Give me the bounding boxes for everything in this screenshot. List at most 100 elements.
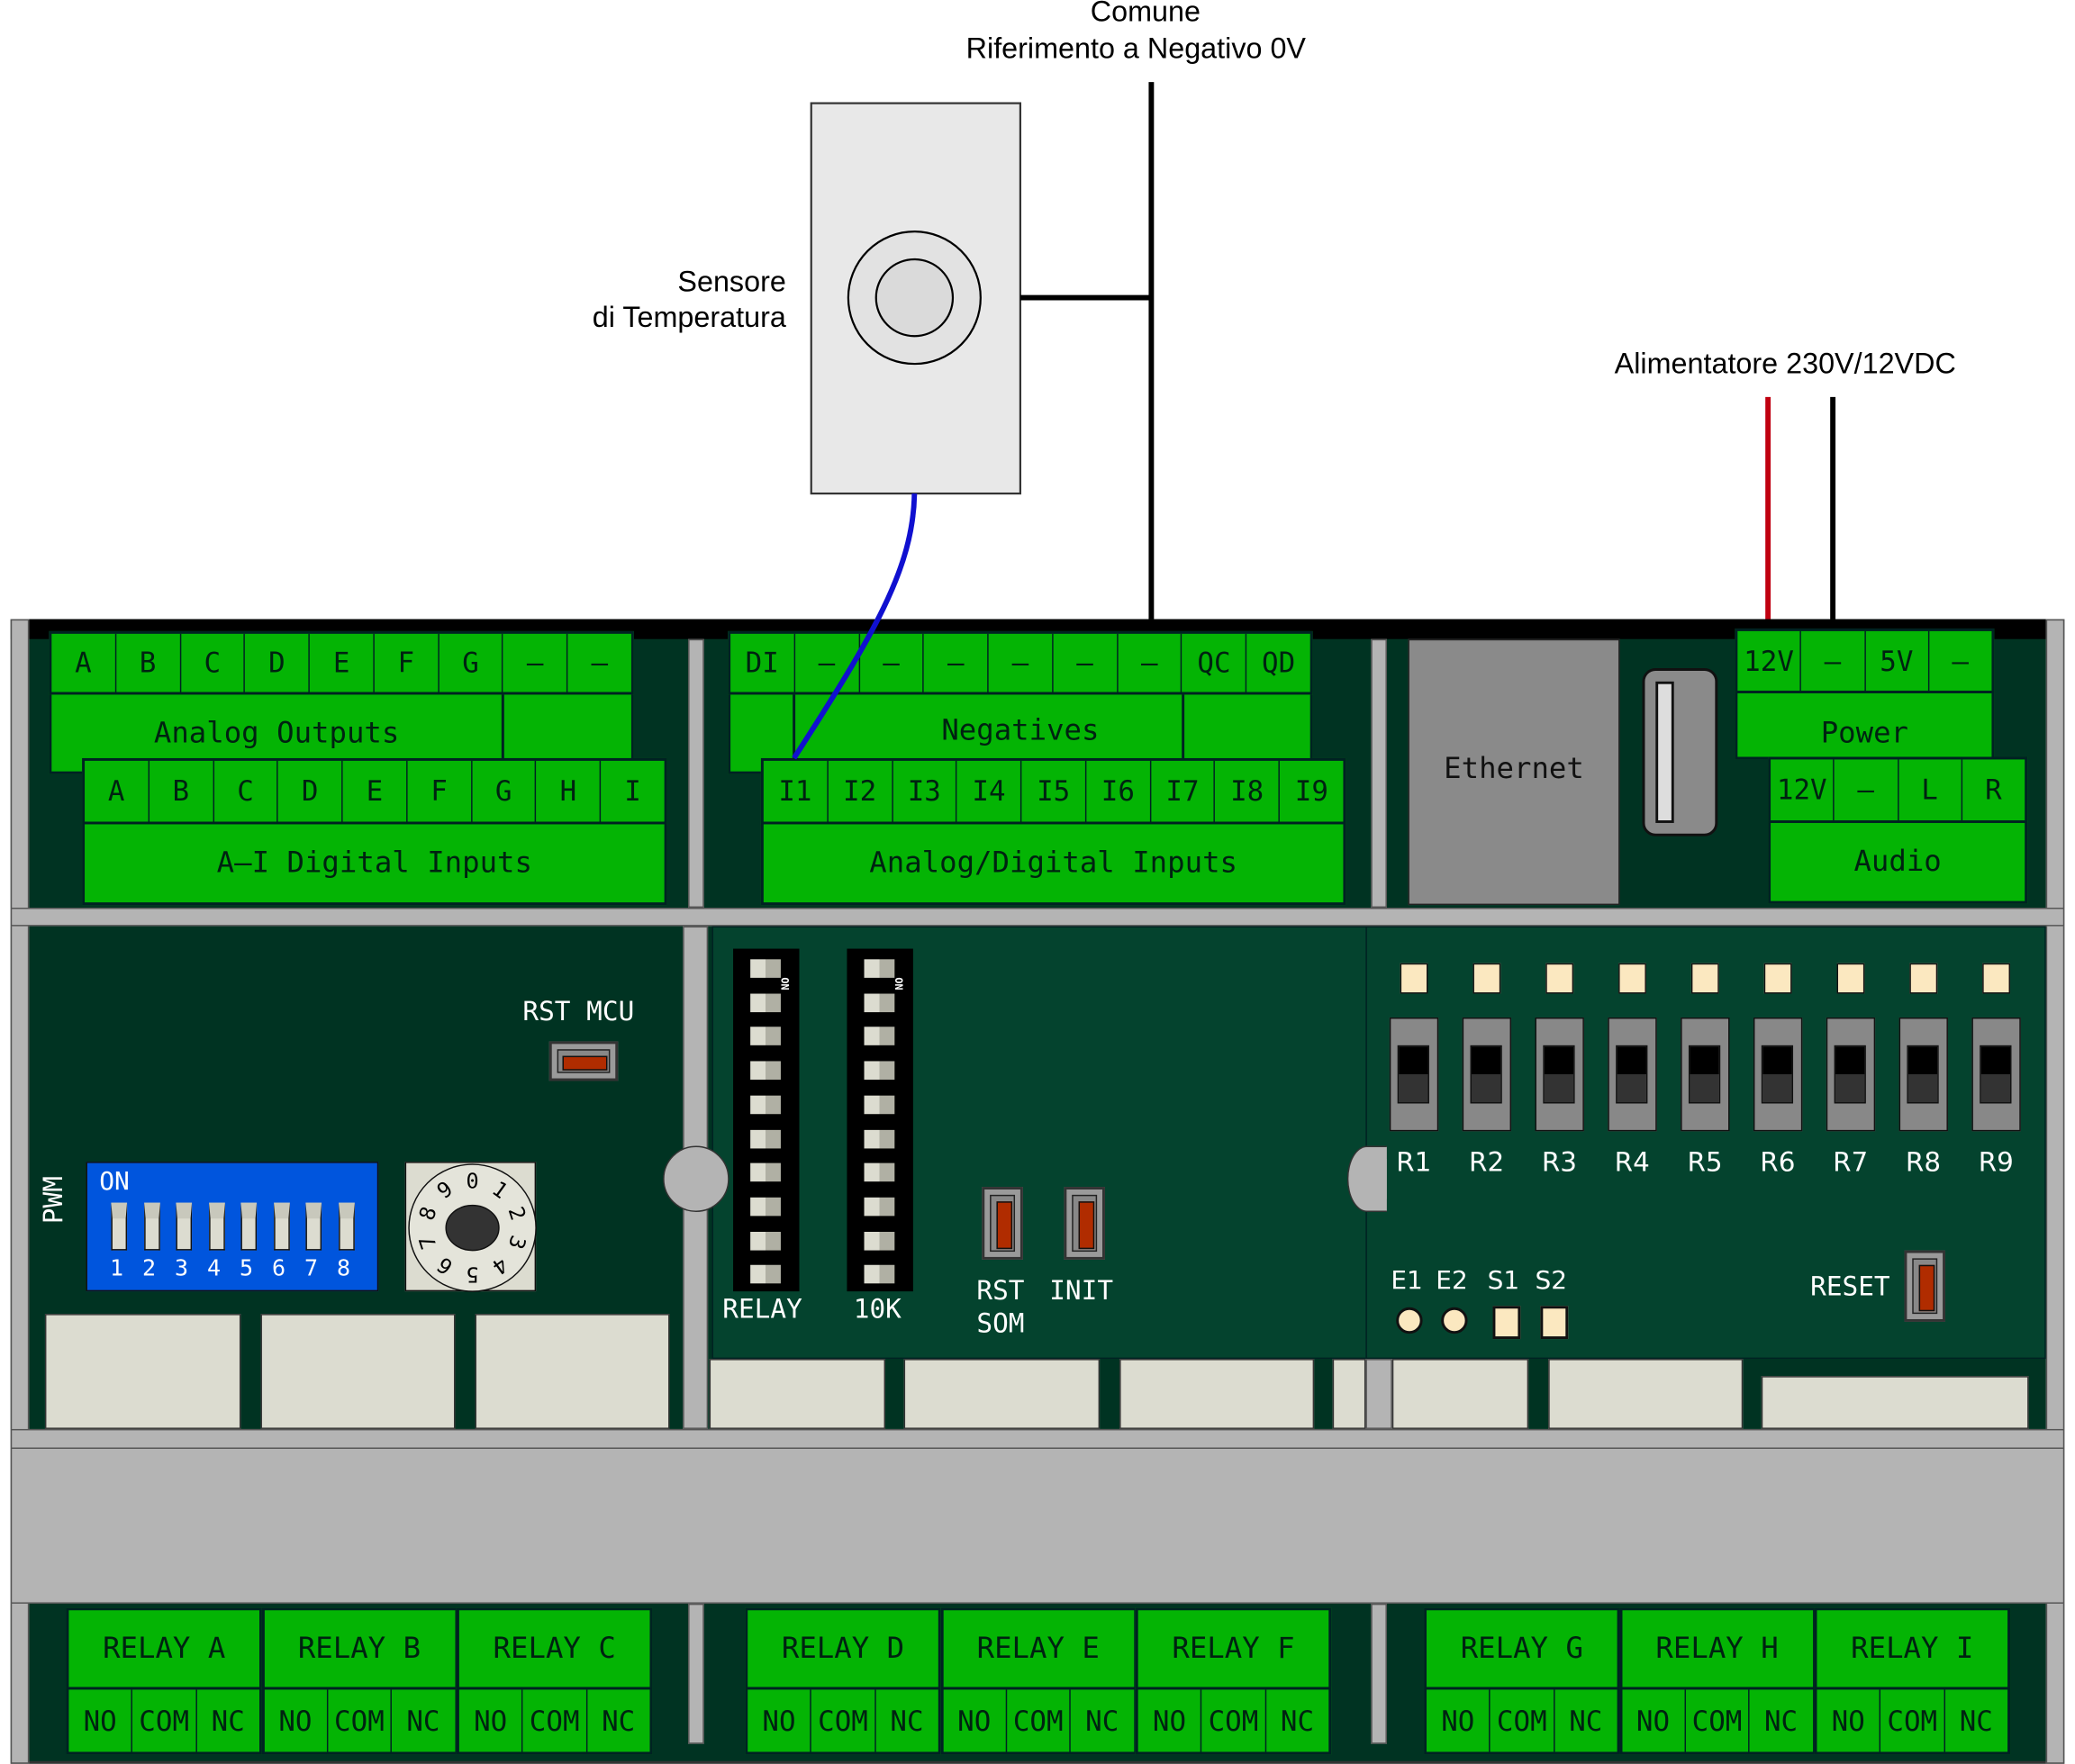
pwm-switch-toggle[interactable] [338,1202,355,1251]
dip-toggle[interactable] [864,959,895,978]
pwm-switch-toggle[interactable] [176,1202,193,1251]
terminal-pin[interactable]: G [472,760,537,822]
relay-contact-pin[interactable]: NC [1569,1705,1603,1737]
terminal-pin[interactable]: E [343,760,408,822]
init-button[interactable] [1064,1187,1105,1260]
rst-som-button[interactable] [982,1187,1023,1260]
dip-toggle[interactable] [750,1095,781,1114]
relay-override-switch[interactable] [1535,1017,1584,1132]
terminal-pin[interactable]: F [375,633,439,692]
dip-toggle[interactable] [750,1265,781,1284]
dip-toggle[interactable] [750,1061,781,1081]
relay-contact-pin[interactable]: NC [602,1705,636,1737]
dip-toggle[interactable] [864,993,895,1012]
relay-contact-pin[interactable]: NC [406,1705,440,1737]
relay-override-switch[interactable] [1681,1017,1730,1132]
pwm-switch-toggle[interactable] [273,1202,290,1251]
terminal-pin[interactable]: – [924,633,989,692]
dip-toggle[interactable] [864,1027,895,1046]
dip-toggle[interactable] [750,1231,781,1250]
relay-contact-pin[interactable]: COM [1007,1689,1071,1752]
terminal-pin[interactable]: – [591,647,609,679]
terminal-pin[interactable]: QC [1182,633,1247,692]
relay-contact-pin[interactable]: NO [1817,1689,1881,1752]
dip-toggle[interactable] [864,1129,895,1148]
tenk-dip-switch[interactable]: ON [847,948,913,1292]
pwm-switch-toggle[interactable] [305,1202,322,1251]
terminal-pin[interactable]: I7 [1151,760,1216,822]
terminal-pin[interactable]: – [1952,645,1970,677]
relay-override-switch[interactable] [1898,1017,1948,1132]
terminal-pin[interactable]: B [116,633,181,692]
relay-contact-pin[interactable]: COM [811,1689,876,1752]
relay-contact-pin[interactable]: NO [1138,1689,1202,1752]
pwm-switch-toggle[interactable] [208,1202,225,1251]
terminal-pin[interactable]: – [795,633,860,692]
terminal-pin[interactable]: – [989,633,1054,692]
usb-port[interactable] [1642,668,1718,837]
relay-contact-pin[interactable]: COM [328,1689,393,1752]
relay-contact-pin[interactable]: NO [68,1689,133,1752]
terminal-pin[interactable]: 5V [1865,630,1930,692]
terminal-pin[interactable]: E [310,633,375,692]
relay-contact-pin[interactable]: NC [1959,1705,1993,1737]
dip-toggle[interactable] [750,959,781,978]
terminal-pin[interactable]: – [1118,633,1182,692]
dip-toggle[interactable] [864,1265,895,1284]
dip-toggle[interactable] [750,993,781,1012]
relay-contact-pin[interactable]: NC [211,1705,245,1737]
terminal-pin[interactable]: I1 [764,760,829,822]
terminal-pin[interactable]: A [85,760,150,822]
terminal-pin[interactable]: D [245,633,311,692]
terminal-pin[interactable]: 12V [1737,630,1802,692]
relay-contact-pin[interactable]: COM [1202,1689,1266,1752]
pwm-switch-toggle[interactable] [240,1202,258,1251]
dip-toggle[interactable] [864,1197,895,1217]
terminal-pin[interactable]: I9 [1294,775,1328,808]
pwm-switch-toggle[interactable] [111,1202,128,1251]
relay-contact-pin[interactable]: NC [890,1705,924,1737]
relay-override-switch[interactable] [1462,1017,1512,1132]
ethernet-port[interactable]: Ethernet [1408,638,1620,906]
terminal-pin[interactable]: B [150,760,214,822]
dip-toggle[interactable] [750,1197,781,1217]
terminal-pin[interactable]: – [859,633,925,692]
relay-contact-pin[interactable]: COM [1491,1689,1555,1752]
relay-contact-pin[interactable]: NC [1085,1705,1119,1737]
terminal-pin[interactable]: C [181,633,246,692]
relay-override-switch[interactable] [1389,1017,1439,1132]
dip-toggle[interactable] [864,1061,895,1081]
relay-contact-pin[interactable]: NO [1622,1689,1686,1752]
reset-button[interactable] [1904,1250,1946,1322]
terminal-pin[interactable]: – [1835,759,1898,821]
terminal-pin[interactable]: I [624,775,641,808]
relay-contact-pin[interactable]: NO [943,1689,1007,1752]
terminal-pin[interactable]: H [537,760,602,822]
terminal-pin[interactable]: C [213,760,279,822]
relay-contact-pin[interactable]: COM [1880,1689,1945,1752]
terminal-pin[interactable]: I4 [957,760,1022,822]
relay-override-switch[interactable] [1971,1017,2021,1132]
pwm-switch-toggle[interactable] [143,1202,160,1251]
relay-contact-pin[interactable]: COM [132,1689,197,1752]
terminal-pin[interactable]: A [51,633,116,692]
dip-toggle[interactable] [864,1095,895,1114]
terminal-pin[interactable]: F [407,760,473,822]
relay-override-switch[interactable] [1826,1017,1876,1132]
dip-toggle[interactable] [864,1231,895,1250]
terminal-pin[interactable]: L [1898,759,1962,821]
relay-contact-pin[interactable]: NC [1763,1705,1799,1737]
terminal-pin[interactable]: I3 [893,760,957,822]
terminal-pin[interactable]: DI [730,633,795,692]
relay-contact-pin[interactable]: NO [264,1689,329,1752]
relay-contact-pin[interactable]: NC [1280,1705,1315,1737]
relay-contact-pin[interactable]: COM [523,1689,587,1752]
relay-override-switch[interactable] [1608,1017,1657,1132]
terminal-pin[interactable]: – [1801,630,1866,692]
relay-contact-pin[interactable]: NO [459,1689,523,1752]
terminal-pin[interactable]: I2 [829,760,893,822]
dip-toggle[interactable] [750,1129,781,1148]
terminal-pin[interactable]: R [1985,773,2002,806]
